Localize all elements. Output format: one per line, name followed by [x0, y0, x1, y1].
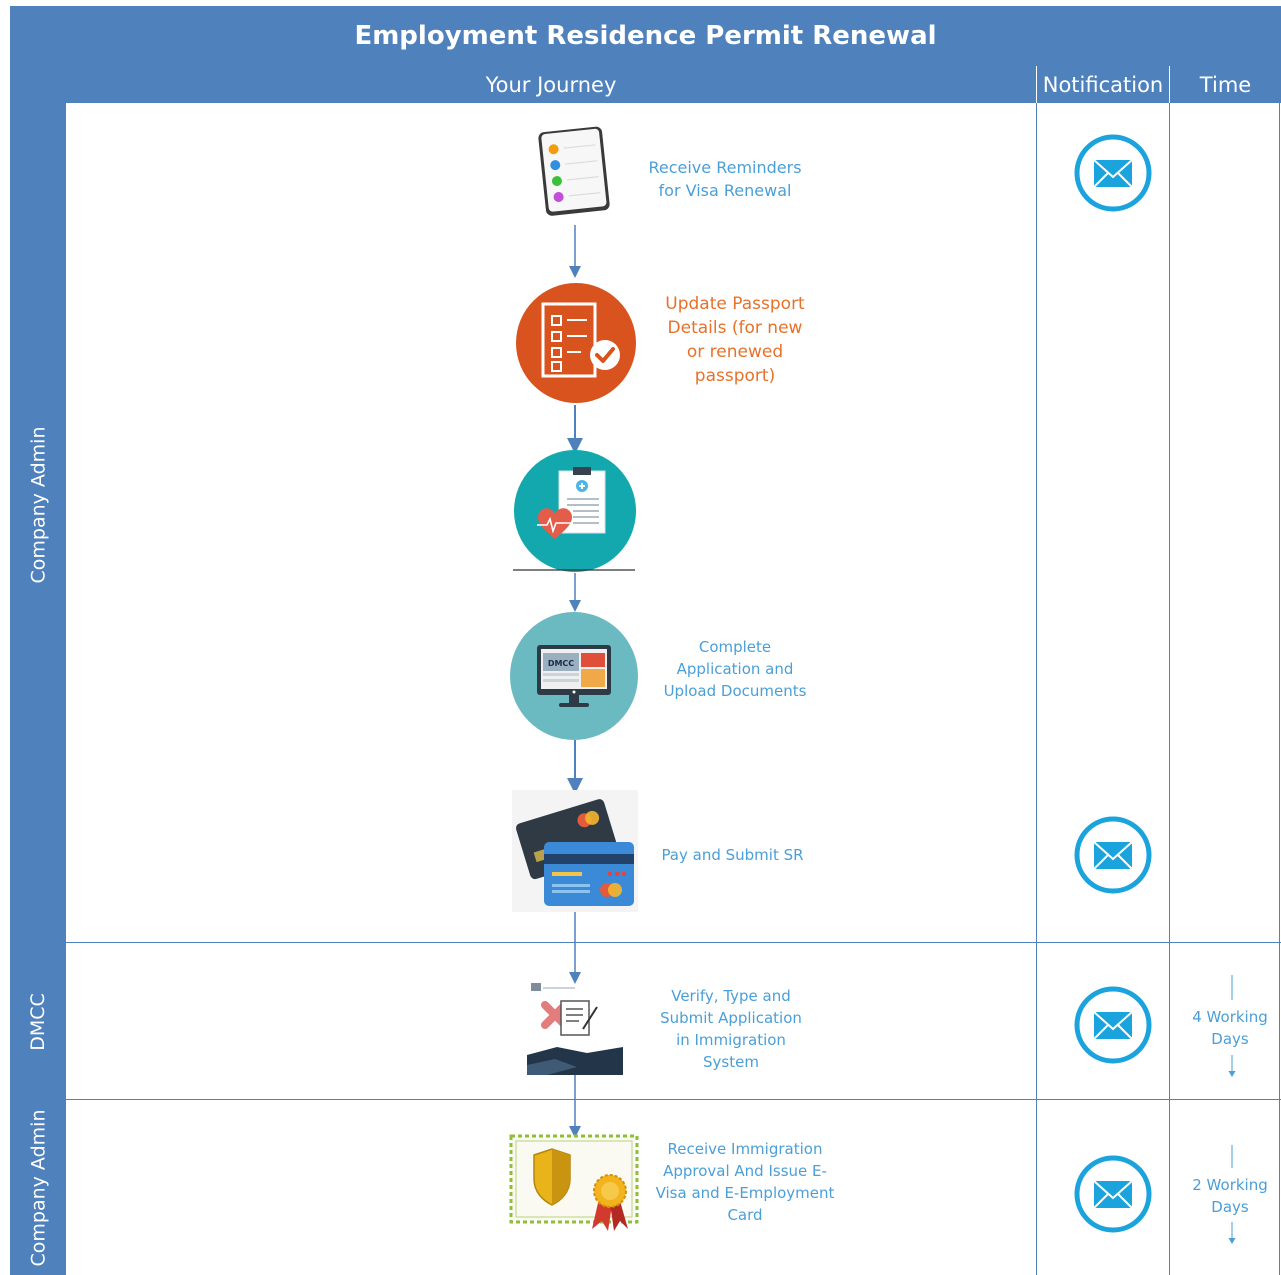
lane-company-admin-bottom: Company Admin [10, 1100, 66, 1275]
column-header-notification: Notification [1037, 66, 1169, 103]
time-label-dmcc: 4 Working Days [1192, 1008, 1268, 1048]
envelope-icon [1074, 816, 1152, 894]
time-label-approval: 2 Working Days [1192, 1176, 1268, 1216]
lane-divider-dmcc [10, 942, 1281, 943]
lane-company-admin-top: Company Admin [10, 66, 66, 943]
immigration-document-icon [527, 983, 623, 1075]
application-monitor-icon: DMCC [510, 612, 638, 740]
column-header-time: Time [1170, 66, 1281, 103]
column-header-journey: Your Journey [66, 66, 1036, 103]
time-arrowhead-1 [1228, 1071, 1236, 1077]
divider-notification [1036, 103, 1037, 1275]
envelope-icon [1074, 1155, 1152, 1233]
divider-right-edge [1279, 103, 1280, 1275]
step-verify-type-submit-label: Verify, Type and Submit Application in I… [660, 987, 802, 1071]
step-receive-approval-label: Receive Immigration Approval And Issue E… [655, 1140, 835, 1224]
lane-dmcc: DMCC [10, 943, 66, 1100]
step-update-passport-label: Update Passport Details (for new or rene… [665, 294, 805, 386]
passport-checklist-icon [516, 283, 636, 403]
envelope-icon [1074, 134, 1152, 212]
medical-checkup-icon [513, 450, 636, 572]
lane-divider-company-admin [10, 1099, 1281, 1100]
envelope-icon [1074, 986, 1152, 1064]
step-pay-submit-label: Pay and Submit SR [661, 846, 804, 864]
time-arrowhead-2 [1228, 1238, 1236, 1244]
diagram-title: Employment Residence Permit Renewal [10, 6, 1281, 66]
monitor-brand-text: DMCC [548, 659, 574, 668]
reminders-list-icon [538, 126, 610, 216]
credit-card-icon [512, 790, 638, 912]
step-complete-application-label: Complete Application and Upload Document… [663, 638, 807, 700]
divider-time [1169, 103, 1170, 1275]
approval-certificate-icon [509, 1134, 639, 1231]
step-receive-reminders-label: Receive Reminders for Visa Renewal [648, 158, 802, 200]
